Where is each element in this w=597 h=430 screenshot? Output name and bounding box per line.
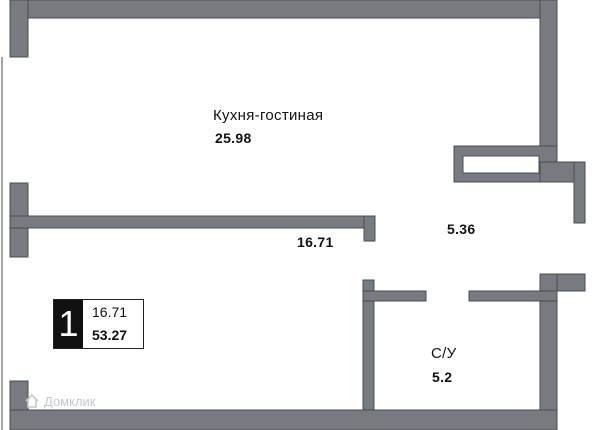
wall-right-upper bbox=[539, 0, 558, 163]
wall-bathroom-top-left bbox=[362, 290, 427, 302]
kitchen-living-name: Кухня-гостиная bbox=[213, 107, 324, 124]
bathroom-area: 5.2 bbox=[432, 369, 453, 385]
niche-opening bbox=[462, 155, 540, 174]
wall-right-column bbox=[573, 161, 586, 224]
domclick-watermark: Домклик bbox=[24, 393, 96, 409]
living-area-value: 16.71 bbox=[92, 304, 128, 320]
wall-top bbox=[9, 0, 558, 19]
apartment-summary-badge: 1 16.71 53.27 bbox=[53, 299, 144, 349]
wall-bathroom-top-right bbox=[468, 290, 558, 302]
wall-partition-horizontal bbox=[9, 215, 376, 229]
bathroom-name: С/У bbox=[431, 345, 457, 362]
total-area-value: 53.27 bbox=[92, 327, 128, 343]
hallway-area: 5.36 bbox=[447, 221, 476, 237]
wall-bathroom-left bbox=[362, 279, 375, 430]
wall-left-upper bbox=[9, 0, 29, 58]
bedroom-area: 16.71 bbox=[297, 234, 334, 250]
wall-bottom bbox=[9, 409, 558, 430]
wall-right-lower bbox=[539, 273, 558, 430]
room-count: 1 bbox=[54, 300, 83, 348]
wall-partition-stub bbox=[363, 215, 376, 242]
watermark-text: Домклик bbox=[44, 393, 96, 409]
domclick-house-icon bbox=[25, 393, 39, 408]
kitchen-living-area: 25.98 bbox=[215, 130, 252, 146]
